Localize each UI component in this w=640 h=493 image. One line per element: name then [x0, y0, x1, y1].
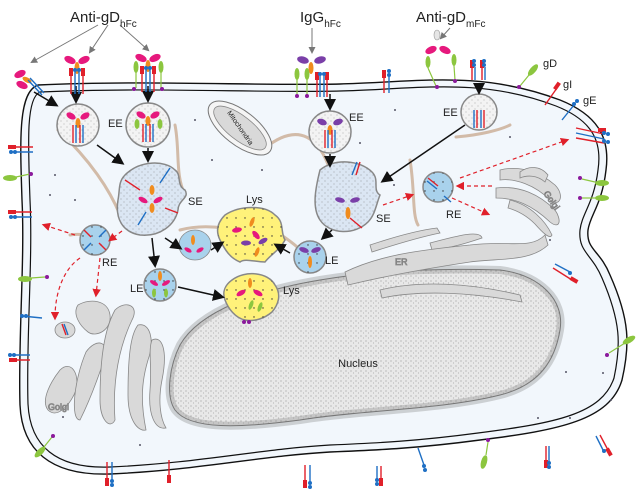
ee-label-1: EE: [108, 118, 123, 130]
ee-label-2: EE: [349, 112, 364, 124]
legend-gd-label: gD: [543, 58, 557, 70]
mitochondria: Mitochondria: [207, 100, 273, 156]
se-label-1: SE: [188, 196, 203, 208]
surface-complex-mfc: [425, 29, 457, 89]
surface-complex-hfc-2: [64, 55, 90, 94]
transport-vesicles: [54, 229, 212, 339]
endoplasmic-reticulum: ER: [344, 227, 549, 303]
recycling-endosome-1: RE: [79, 224, 117, 269]
early-endosome-2: [125, 102, 171, 148]
legend-ge-label: gE: [583, 95, 596, 107]
membrane-glycoproteins: [3, 127, 636, 489]
plasma-membrane-inner: [27, 86, 619, 468]
golgi-left: Golgi: [44, 300, 167, 431]
surface-complex-hfc-3: [132, 53, 164, 92]
sorting-endosome-1: SE: [116, 162, 203, 236]
surface-complex-hfc-1: [14, 69, 45, 96]
legend-ge: gE: [561, 95, 596, 121]
le-label-2: LE: [325, 255, 338, 267]
early-endosome-4: EE: [443, 93, 498, 131]
antibody-labels: Anti-gDhFc IgGhFc Anti-gDmFc: [70, 9, 485, 30]
lys-label-2: Lys: [283, 285, 300, 297]
igg-hfc-label: IgGhFc: [300, 9, 341, 30]
golgi-right: Golgi: [495, 167, 562, 237]
re-label-1: RE: [102, 257, 117, 269]
anti-gd-hfc-label: Anti-gDhFc: [70, 9, 137, 30]
late-endosome-1: LE: [130, 268, 177, 302]
sorting-endosome-2: SE: [314, 161, 391, 233]
recycling-endosome-2: RE: [422, 171, 461, 221]
er-label: ER: [395, 257, 408, 267]
lysosome-1: Lys: [216, 194, 286, 263]
label-arrows: [30, 24, 451, 63]
surface-complex-igg: [294, 56, 329, 98]
cytoplasm-dots: [49, 109, 612, 446]
ee-label-3: EE: [443, 107, 458, 119]
surface-gi-ge-top: [382, 69, 391, 93]
trafficking-arrows: [33, 83, 485, 301]
legend-gd: gD: [517, 58, 557, 89]
late-endosome-2: LE: [293, 240, 338, 274]
early-endosome-3: EE: [308, 110, 364, 154]
surface-gi-ge-top-right: [470, 59, 486, 80]
early-endosome-1: EE: [56, 103, 123, 147]
le-label-1: LE: [130, 283, 143, 295]
legend-gi-label: gI: [563, 79, 572, 91]
anti-gd-mfc-label: Anti-gDmFc: [416, 9, 485, 30]
legend-gi: gI: [544, 79, 572, 106]
re-label-2: RE: [446, 209, 461, 221]
se-label-2: SE: [376, 213, 391, 225]
nucleus-label: Nucleus: [338, 358, 378, 370]
golgi-label-left: Golgi: [48, 402, 69, 412]
recycling-arrows: [41, 138, 570, 321]
lys-label-1: Lys: [246, 194, 263, 206]
